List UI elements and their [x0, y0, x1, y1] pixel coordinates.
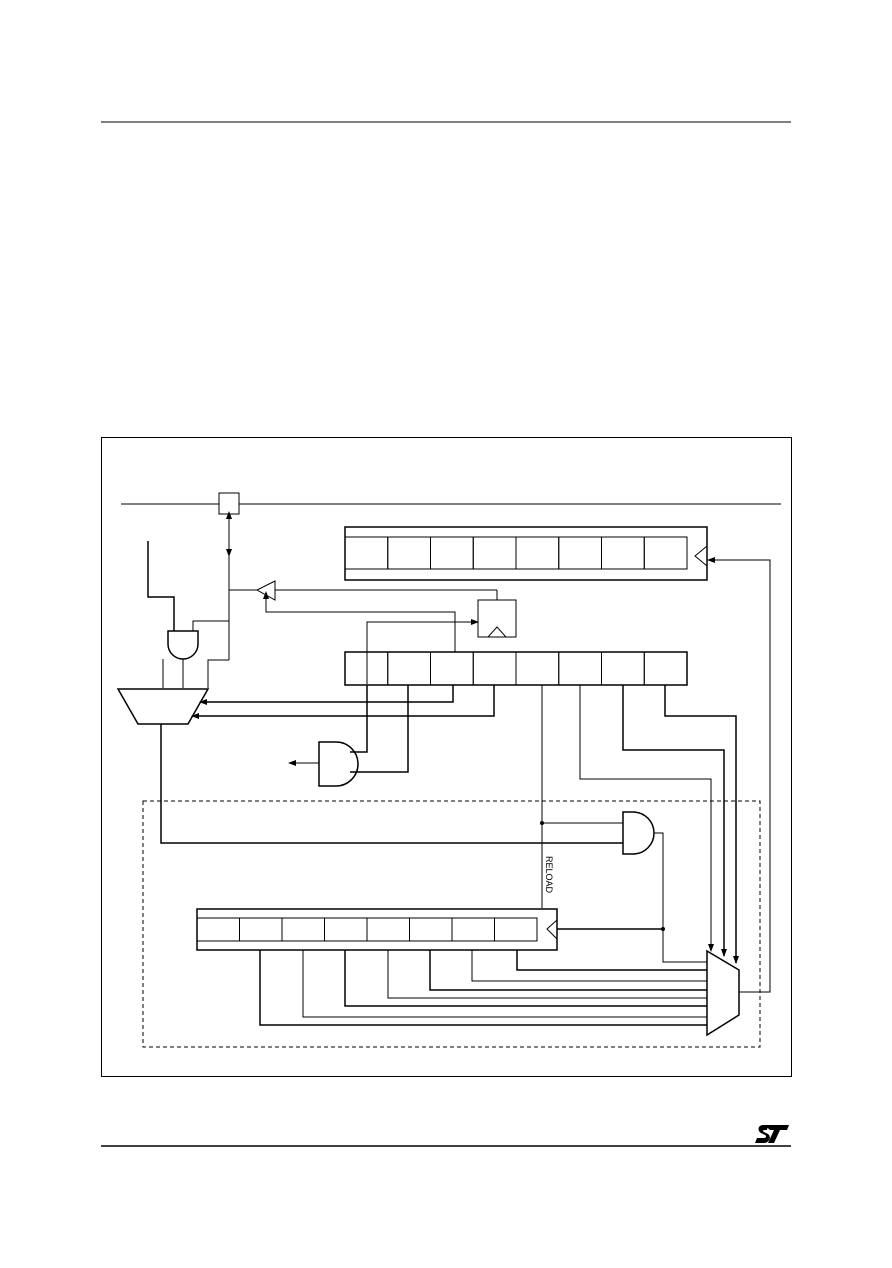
pin-box — [218, 492, 240, 515]
and-input-a — [147, 541, 175, 631]
figure-frame — [101, 437, 792, 1077]
middle-register-cell — [558, 651, 602, 686]
bottom-output-line — [387, 950, 707, 999]
top-register — [344, 526, 708, 581]
middle-register-cell — [472, 651, 517, 686]
middle-register-cell — [344, 651, 389, 686]
bottom-register-cell — [409, 917, 453, 942]
bottom-output-line — [429, 950, 707, 991]
mux-sel-line-1 — [199, 685, 454, 705]
bottom-register-cell — [239, 917, 283, 942]
flip-flop — [477, 599, 517, 638]
left-mux — [116, 688, 210, 725]
bottom-register-cell — [451, 917, 495, 942]
bottom-register-cell — [196, 917, 240, 942]
bottom-output-line — [302, 950, 707, 1018]
top-register-cell — [601, 536, 645, 570]
middle-register-cell — [643, 651, 688, 686]
bottom-register-cell — [366, 917, 410, 942]
bottom-register — [196, 908, 558, 951]
and-gate-pin — [167, 630, 199, 660]
top-register-cell — [558, 536, 602, 570]
top-register-cell — [430, 536, 474, 570]
middle-register-cell — [430, 651, 474, 686]
top-register-cell — [515, 536, 560, 570]
bottom-register-cell — [281, 917, 325, 942]
right-mux — [706, 949, 740, 1037]
mux-output-line — [160, 724, 623, 844]
top-register-cell — [472, 536, 517, 570]
bottom-output-line — [259, 950, 707, 1026]
tristate-buffer — [255, 580, 276, 601]
pin-to-mux — [207, 659, 229, 688]
middle-register-cell — [601, 651, 645, 686]
bottom-output-line — [471, 950, 707, 982]
and-input-b — [192, 620, 229, 631]
and-gate-reload — [622, 811, 655, 855]
middle-register — [344, 651, 688, 686]
mux-to-top-register — [707, 557, 771, 993]
reload-label: RELOAD — [544, 856, 554, 894]
bottom-register-outputs — [259, 950, 707, 1026]
middle-register-cell — [515, 651, 560, 686]
middle-register-cell — [387, 651, 431, 686]
mux-sel-line-2 — [191, 685, 495, 719]
buffer-enable-line — [263, 591, 456, 652]
ctrl-line-1 — [579, 685, 714, 952]
reload-and-output — [654, 832, 707, 963]
and-gate-out — [318, 741, 359, 787]
dashed-region — [142, 800, 761, 1048]
bottom-output-line — [516, 950, 707, 971]
ctrl-line-2 — [622, 685, 727, 957]
ctrl-line-3 — [664, 685, 739, 964]
top-register-cell — [344, 536, 389, 570]
top-register-cell — [387, 536, 431, 570]
flipflop-data-line — [366, 619, 479, 684]
bottom-register-cell — [494, 917, 538, 942]
and-out-in-b — [350, 685, 409, 773]
st-logo — [755, 1125, 789, 1143]
and-out-in-a — [350, 685, 368, 753]
bottom-output-line — [344, 950, 707, 1007]
top-register-cell — [643, 536, 688, 570]
bottom-register-cell — [324, 917, 368, 942]
